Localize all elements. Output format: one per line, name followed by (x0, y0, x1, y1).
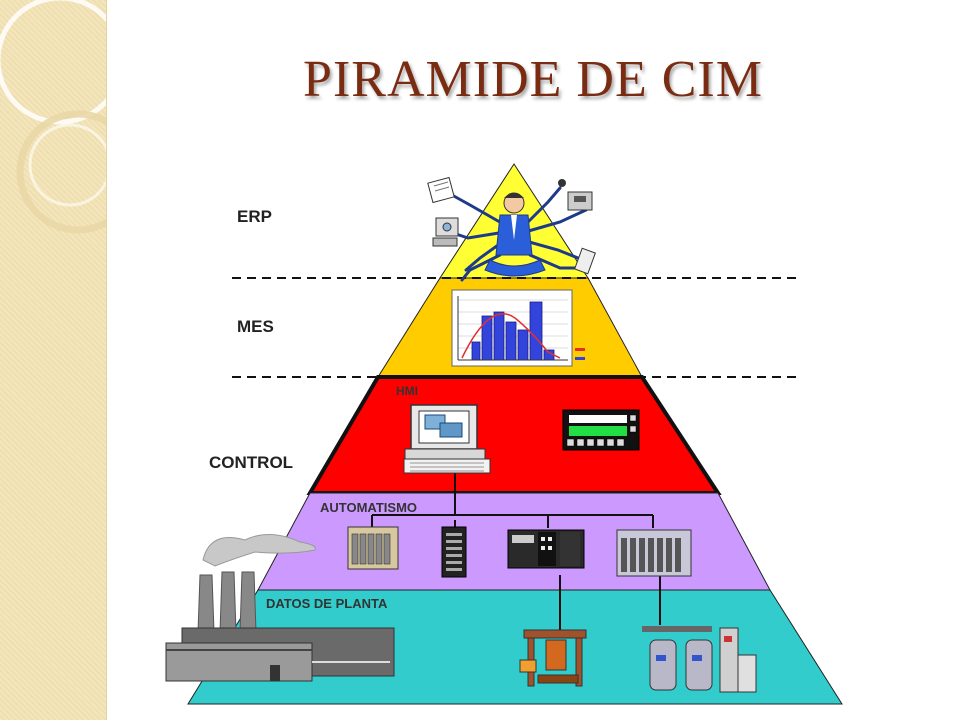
network-wiring (371, 470, 661, 632)
press-machine-icon (519, 629, 587, 687)
label-datos-de-planta: DATOS DE PLANTA (266, 596, 388, 611)
label-mes: MES (237, 317, 274, 336)
plc-rack-icon (347, 526, 399, 570)
production-chart-icon (451, 289, 585, 367)
io-rack-icon (616, 529, 692, 577)
drive-module-icon (507, 529, 585, 569)
operator-panel-icon (562, 409, 640, 451)
label-automatismo: AUTOMATISMO (320, 500, 417, 515)
label-erp: ERP (237, 207, 272, 226)
slide-title: PIRAMIDE DE CIM (303, 51, 763, 108)
label-control: CONTROL (209, 453, 293, 472)
level-control-band (306, 375, 722, 495)
label-hmi: HMI (396, 384, 418, 398)
controller-unit-icon (441, 526, 467, 578)
hmi-computer-icon (403, 404, 491, 474)
factory-icon (165, 534, 395, 682)
decorative-side-strip (0, 0, 140, 720)
process-tanks-icon (642, 626, 757, 693)
multitasking-manager-icon (427, 176, 596, 282)
